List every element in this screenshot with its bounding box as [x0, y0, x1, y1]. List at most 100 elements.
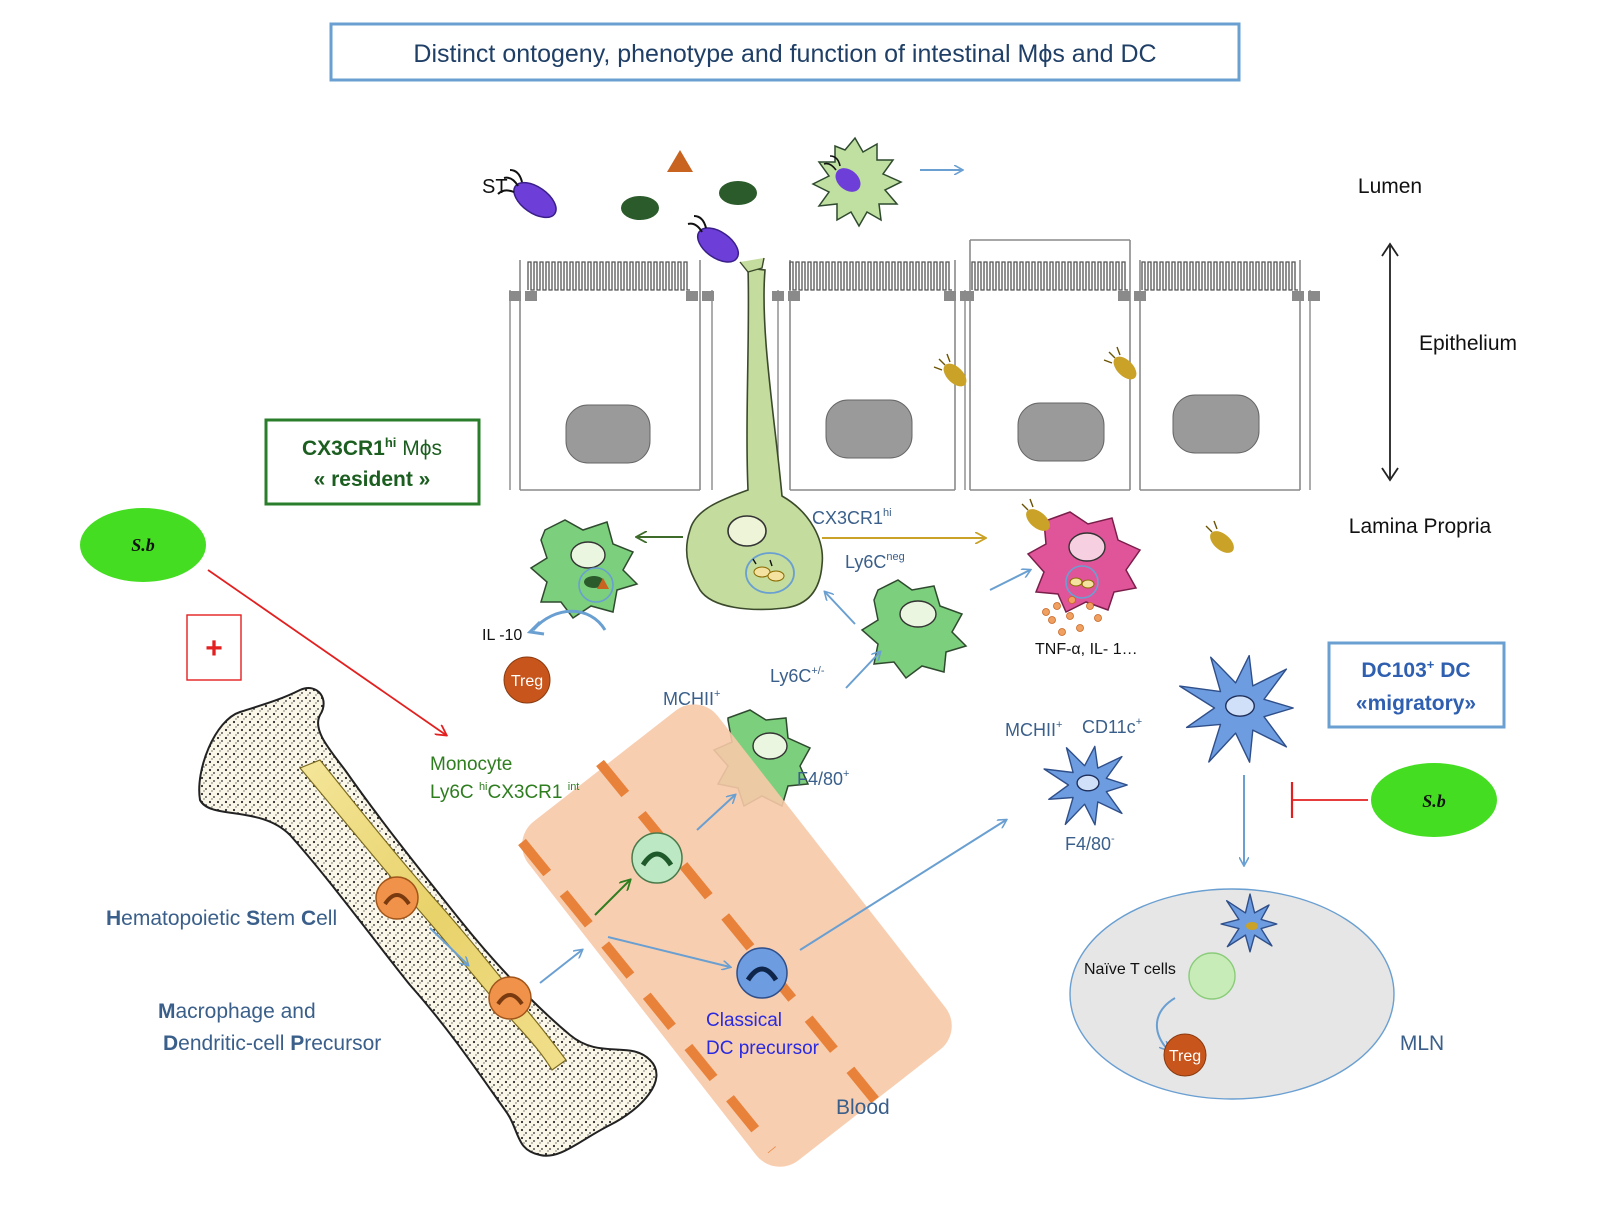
classical-label-line1: Classical: [706, 1010, 782, 1031]
sb-left-label: S.b: [131, 535, 155, 555]
brush-border: [1141, 261, 1298, 291]
mdp-label-line2: Dendritic-cell Precursor: [163, 1032, 381, 1055]
cytokine-dot: [1086, 602, 1094, 610]
epithelial-cell: [962, 239, 1146, 491]
dc-mchii-label: MCHII+: [1005, 719, 1062, 740]
epithelial-cell: [509, 260, 714, 491]
lp-bacterium-icon: [1205, 520, 1234, 553]
mchii-label: MCHII+: [663, 688, 720, 709]
dc-f480-label: F4/80-: [1065, 833, 1115, 854]
mln-dendritic-cell-icon: [1220, 893, 1278, 953]
cytokine-dot: [1094, 614, 1102, 622]
il10-label: IL -10: [482, 627, 522, 644]
attached-bacterium-icon: [1021, 498, 1050, 531]
cytokine-dot: [1066, 612, 1074, 620]
mdp-cell-icon: [488, 976, 532, 1020]
classical-label-line2: DC precursor: [706, 1038, 820, 1059]
mdp-label-line1: Macrophage and: [158, 1000, 316, 1023]
lumen-dendritic-cell-icon: [811, 136, 903, 228]
migratory-dendritic-cell-icon: [1179, 654, 1294, 763]
sb-left: S.b: [80, 508, 206, 582]
translocating-bacterium-icon: [1103, 346, 1137, 380]
ly6c-pm-label: Ly6C+/-: [770, 665, 825, 686]
brush-border: [527, 261, 690, 291]
epithelium-layer: [509, 239, 1320, 491]
treg-label: Treg: [511, 673, 543, 690]
st-label: ST: [482, 176, 508, 198]
resident-line2: « resident »: [314, 468, 431, 491]
cx3cr1hi-label: CX3CR1hi: [812, 507, 892, 528]
blood-vessel-wall: [518, 759, 879, 1154]
dendritic-cell-nucleus: [1225, 695, 1255, 717]
cytokine-dot: [1068, 596, 1076, 604]
monocyte-cell-icon: [631, 832, 683, 884]
mln-treg-label: Treg: [1169, 1048, 1201, 1065]
to-resident-arrow: [825, 592, 856, 625]
brush-border: [971, 261, 1128, 291]
brush-border: [789, 261, 952, 291]
vessel-wall-upper: [596, 759, 879, 1104]
ly6cneg-macrophage-icon: [860, 579, 968, 680]
title-box: Distinct ontogeny, phenotype and functio…: [329, 22, 1241, 82]
blood-label: Blood: [836, 1096, 890, 1119]
lamina-propria-label: Lamina Propria: [1349, 515, 1492, 538]
dc103-line1: DC103+ DC: [1361, 657, 1470, 682]
hsc-to-mdp-arrow: [429, 927, 468, 965]
mln-label: MLN: [1400, 1032, 1444, 1055]
mln-treg-cell-icon: Treg: [1163, 1033, 1207, 1077]
treg-cell-icon: Treg: [503, 656, 551, 704]
epithelium-extent-arrow: [1381, 242, 1399, 482]
sb-stimulation-arrow: [207, 569, 446, 735]
cytokine-dot: [1053, 602, 1061, 610]
antigen-icon: [621, 196, 659, 220]
cytokine-secretion: [1042, 596, 1102, 636]
inflammatory-macrophage-icon: [1026, 511, 1142, 614]
il10-macrophage-icon: [529, 519, 639, 620]
antigen-cargo: [1246, 922, 1258, 930]
epithelial-cell: [772, 260, 972, 491]
sb-right-label: S.b: [1422, 791, 1446, 811]
naive-t-cell-icon: [1188, 952, 1236, 1000]
naive-t-label: Naïve T cells: [1084, 961, 1176, 978]
mdp-to-blood-arrow: [539, 950, 582, 984]
cytokine-dot: [1076, 624, 1084, 632]
monocyte-label-line2: Ly6C hiCX3CR1 int: [430, 781, 579, 803]
dendritic-cell-nucleus: [1076, 774, 1100, 792]
lumen-label: Lumen: [1358, 175, 1422, 198]
mdp-to-monocyte-arrow: [594, 880, 630, 916]
mdp-to-predc-arrow: [607, 936, 730, 967]
f480-label: F4/80+: [797, 768, 849, 789]
vessel-wall-lower: [518, 838, 776, 1154]
cytokine-dot: [1048, 616, 1056, 624]
st-bacterium-icon: [497, 169, 557, 219]
dc103-box: DC103+ DC «migratory»: [1327, 641, 1506, 729]
translocating-bacterium-icon: [933, 353, 967, 387]
dc-cd11c-label: CD11c+: [1082, 716, 1142, 737]
monocyte-label-line1: Monocyte: [430, 754, 512, 775]
maturation-arrow: [845, 652, 880, 689]
cytokine-dot: [1058, 628, 1066, 636]
epithelium-label: Epithelium: [1419, 332, 1517, 355]
dc103-line2: «migratory»: [1356, 692, 1476, 715]
sampling-bacterium-icon: [687, 215, 740, 263]
tnf-label: TNF-α, IL- 1…: [1035, 641, 1138, 658]
dc-precursor-cell-icon: [736, 947, 788, 999]
predc-to-dc-arrow: [799, 820, 1006, 951]
resident-mphs-box: CX3CR1hi Mϕs « resident »: [264, 418, 481, 506]
microvilli: [527, 261, 1298, 291]
ly6cneg-label: Ly6Cneg: [845, 551, 905, 572]
sb-inhibition: [1290, 782, 1368, 818]
t-cell-conversion-arrow: [1155, 997, 1176, 1050]
antigen-triangle-icon: [667, 150, 693, 172]
hsc-label: Hematopoietic Stem Cell: [106, 907, 337, 930]
resident-line1: CX3CR1hi Mϕs: [302, 435, 442, 460]
monocyte-extravasation-arrow: [696, 795, 735, 831]
sb-right: S.b: [1371, 763, 1497, 837]
il10-feedback-arrow: [531, 609, 607, 632]
antigen-icon: [719, 181, 757, 205]
diagram-title: Distinct ontogeny, phenotype and functio…: [413, 40, 1156, 68]
mln-node: [1069, 888, 1395, 1100]
hsc-cell-icon: [375, 876, 419, 920]
